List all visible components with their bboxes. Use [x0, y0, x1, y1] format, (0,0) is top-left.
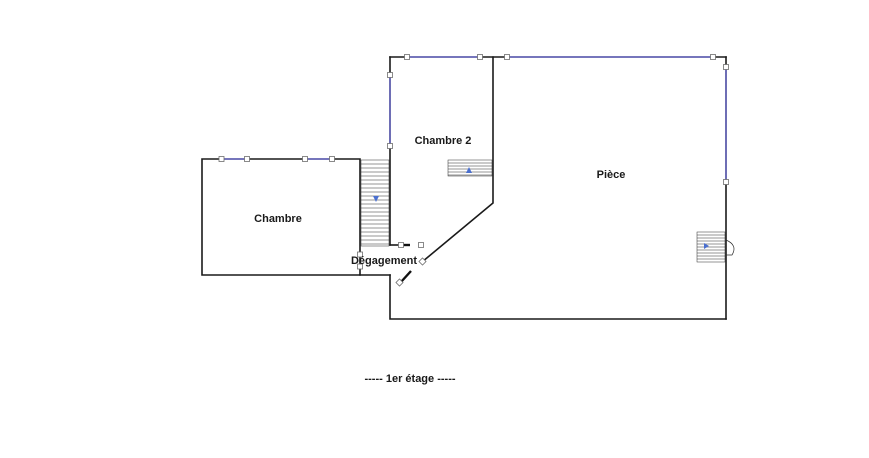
floor-level-label: ----- 1er étage ----- — [364, 373, 456, 385]
window-chambre-1 — [218, 156, 250, 162]
room-label-chambre: Chambre — [254, 213, 302, 225]
room-label-degagement: Dégagement — [351, 255, 417, 267]
door-chambre2 — [398, 242, 424, 248]
door-piece — [395, 257, 427, 287]
staircase-chambre2 — [447, 159, 493, 177]
window-chambre2-top — [404, 54, 483, 60]
room-label-piece: Pièce — [597, 169, 626, 181]
door-chambre — [357, 251, 363, 270]
staircase-main — [360, 159, 390, 247]
window-piece-right — [723, 64, 729, 185]
room-label-chambre-2: Chambre 2 — [415, 135, 472, 147]
staircase-piece — [696, 231, 735, 263]
window-chambre-2 — [302, 156, 335, 162]
window-piece-top — [504, 54, 716, 60]
walls-main — [359, 56, 727, 320]
window-chambre2-left — [387, 72, 393, 149]
